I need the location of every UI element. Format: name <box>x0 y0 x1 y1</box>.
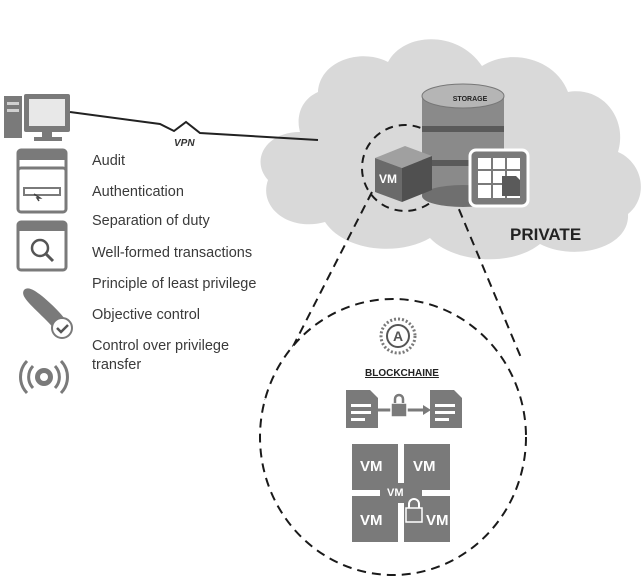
vm-block <box>352 496 398 542</box>
blockchain-label: BLOCKCHAINE <box>365 368 439 379</box>
vm-grid <box>352 444 450 542</box>
property-objective-control: Objective control <box>92 307 200 323</box>
certificate-scroll-icon <box>23 288 73 339</box>
locked-transfer-icon <box>346 390 462 428</box>
blockchain-zoom-circle <box>259 298 527 576</box>
vm-center-block <box>380 483 422 503</box>
zoom-connector-right <box>429 139 523 361</box>
vm-block <box>352 444 398 490</box>
storage-label: STORAGE <box>452 96 488 103</box>
property-privilege-transfer-cont: transfer <box>92 357 142 373</box>
property-least-privilege: Principle of least privilege <box>92 276 257 292</box>
broadcast-icon <box>19 359 69 395</box>
vm-label: VM <box>360 512 383 529</box>
vm-label: VM <box>413 458 436 475</box>
vm-center-label: VM <box>387 487 404 499</box>
private-cloud-label: PRIVATE <box>510 225 582 244</box>
vpn-link <box>69 111 319 141</box>
property-authentication: Authentication <box>92 184 184 200</box>
spreadsheet-icon <box>468 148 530 208</box>
property-separation-of-duty: Separation of duty <box>92 213 210 229</box>
vm-cube-icon <box>375 146 432 202</box>
property-well-formed-transactions: Well-formed transactions <box>92 245 253 261</box>
lock-icon <box>408 498 420 508</box>
computer-icon <box>4 94 70 141</box>
search-window-icon <box>16 220 68 272</box>
vpn-label: VPN <box>174 138 195 149</box>
blockchain-seal-icon: A <box>379 317 417 355</box>
vm-cube-label: VM <box>379 172 397 186</box>
property-audit: Audit <box>92 153 126 169</box>
svg-text:A: A <box>393 328 403 344</box>
property-privilege-transfer: Control over privilege <box>92 338 230 354</box>
vm-label: VM <box>360 458 383 475</box>
login-window-icon <box>16 166 68 214</box>
vm-block <box>404 444 450 490</box>
vm-label: VM <box>426 512 449 529</box>
